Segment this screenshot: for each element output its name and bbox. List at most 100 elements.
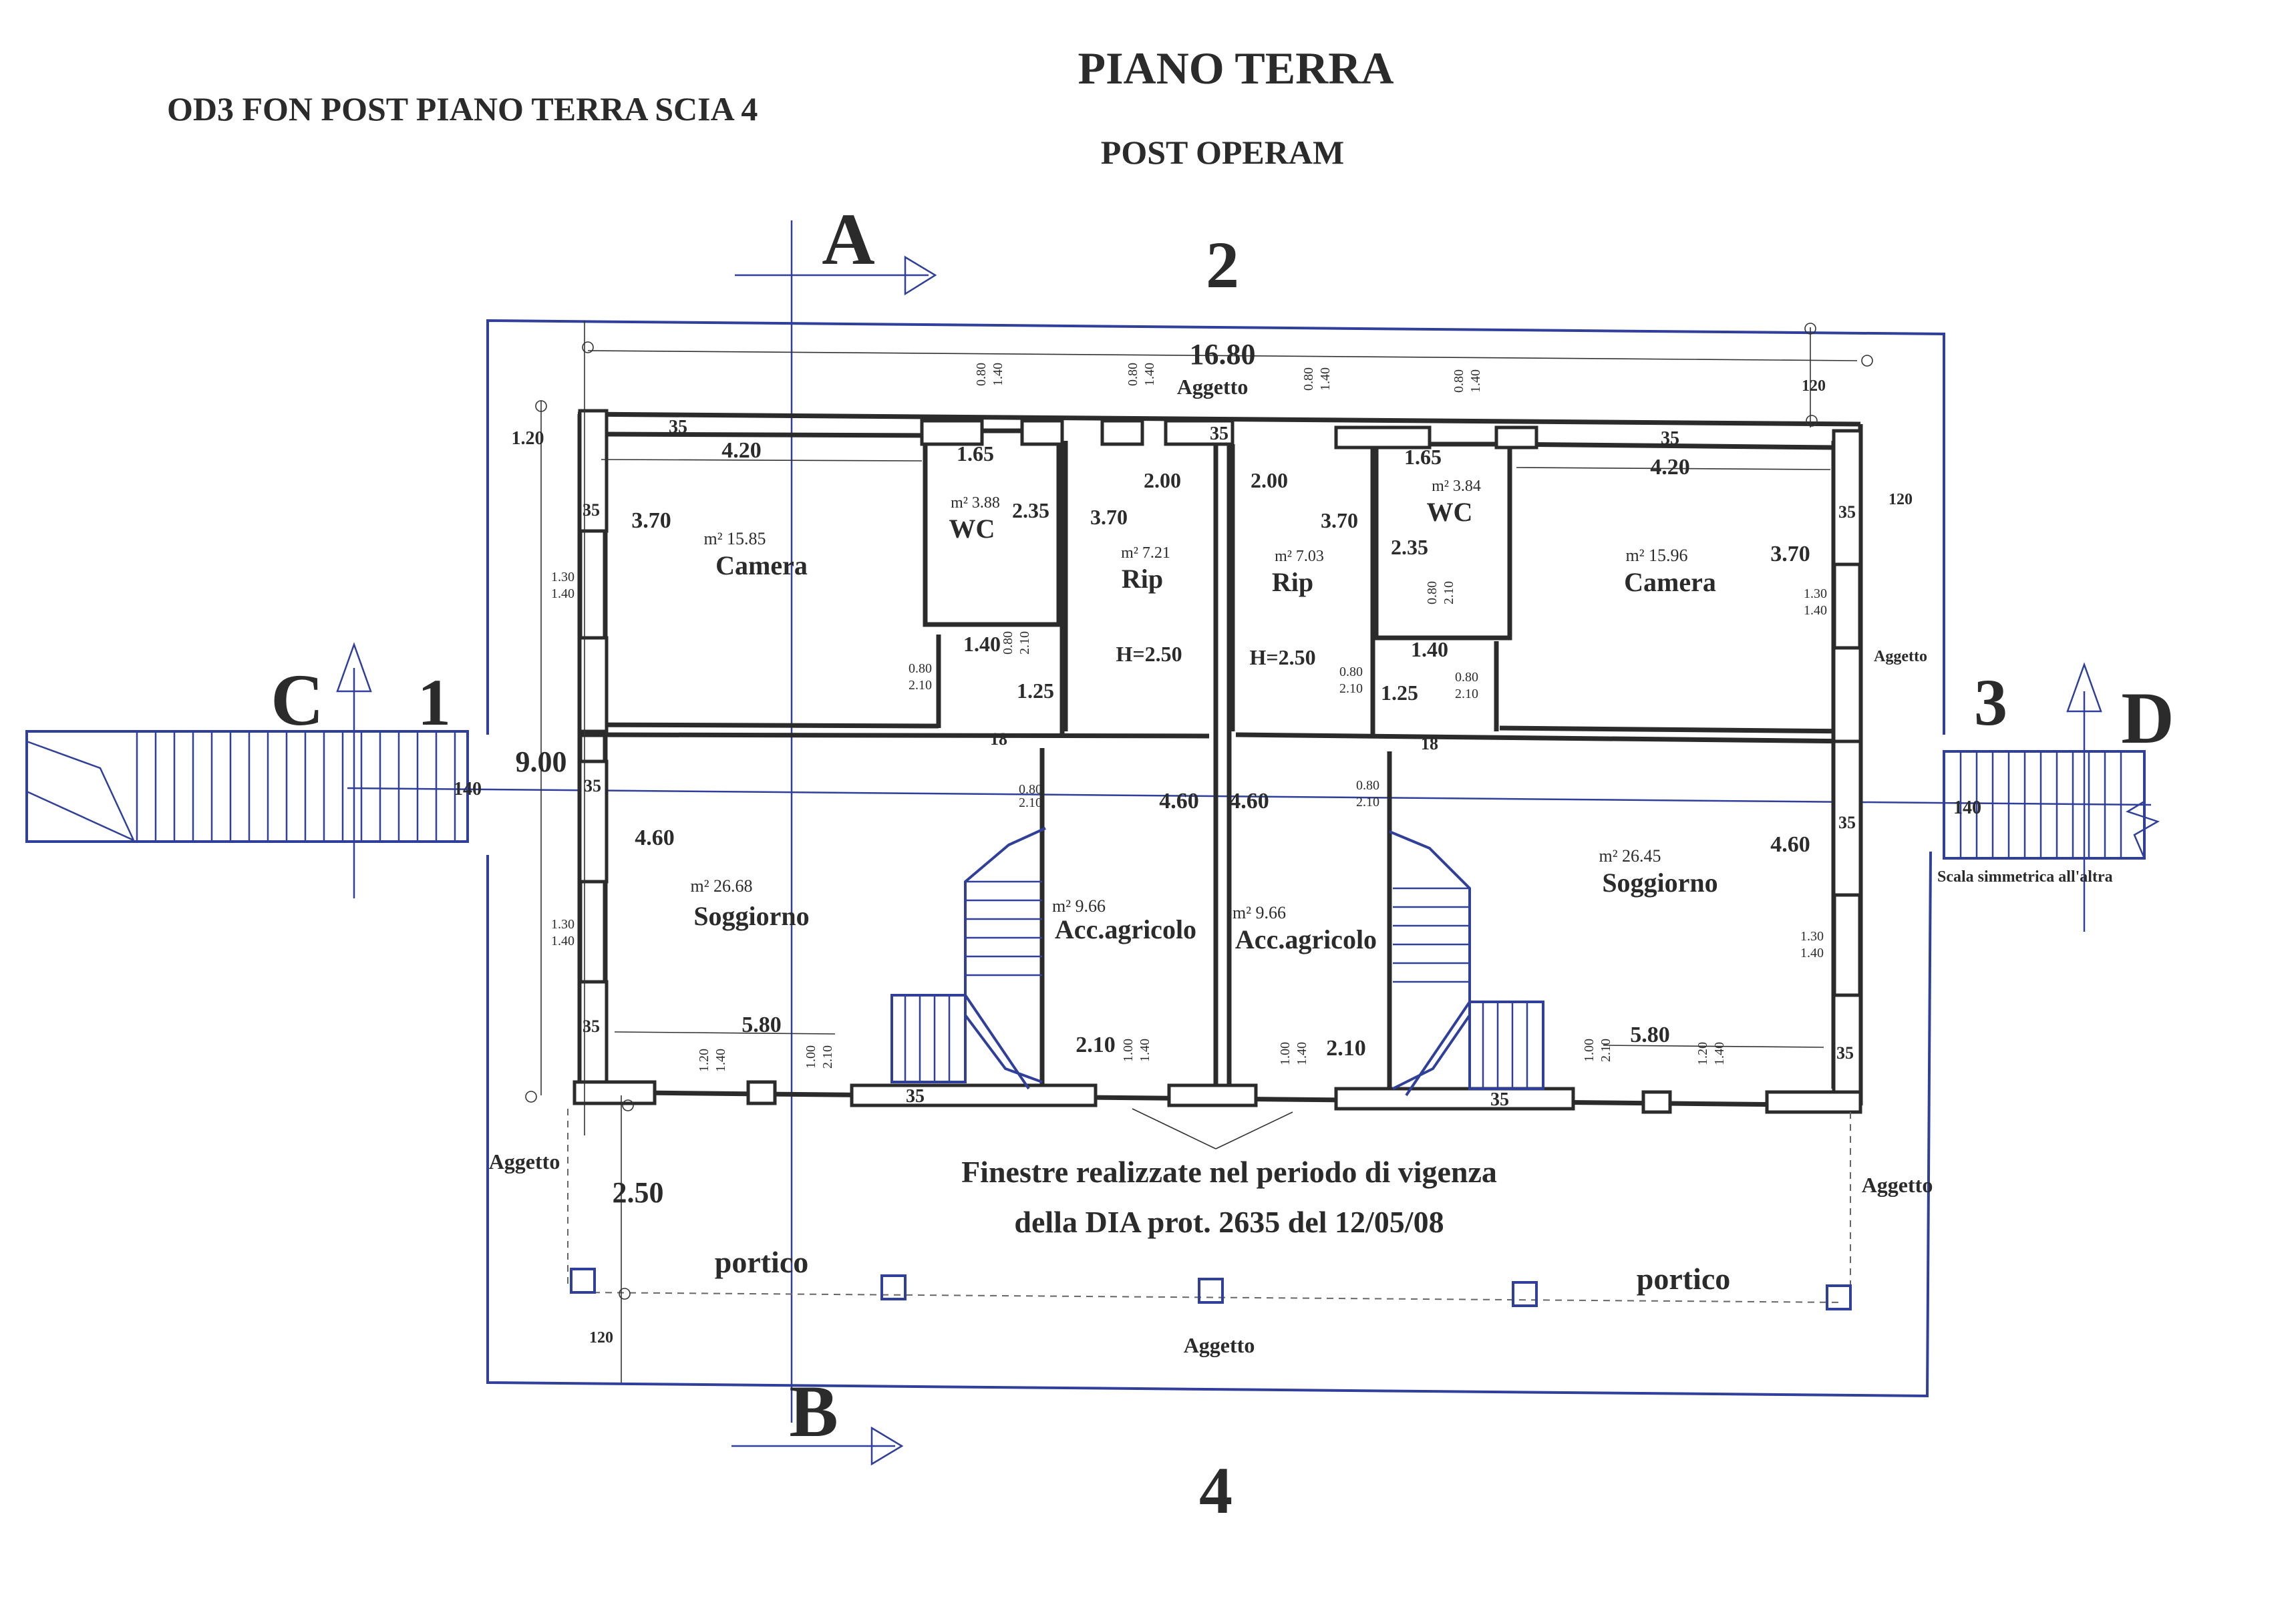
wall-label-18-right: 18 — [1421, 734, 1438, 753]
dim-porch-depth: 2.50 — [613, 1176, 664, 1209]
svg-text:1.40: 1.40 — [1142, 363, 1157, 386]
svg-text:2.10: 2.10 — [1356, 795, 1379, 810]
svg-text:2.10: 2.10 — [1017, 631, 1032, 655]
room-height: 4.60 — [1770, 832, 1810, 857]
room-height: 4.60 — [1159, 789, 1199, 814]
svg-text:1.40: 1.40 — [1800, 946, 1824, 960]
opening-label-door-4: 0.80 2.10 — [1455, 670, 1478, 701]
note-line-2: della DIA prot. 2635 del 12/05/08 — [1014, 1205, 1444, 1239]
aggetto-outline-bottom — [486, 851, 1932, 1398]
opening-label-left-1: 1.301.40 — [551, 570, 575, 601]
facade-number-top: 2 — [1206, 228, 1239, 302]
wall-label-140-left: 140 — [454, 779, 482, 799]
aggetto-label-left: Aggetto — [489, 1149, 560, 1174]
room-area: m² 26.45 — [1599, 846, 1661, 866]
room-area: m² 26.68 — [690, 876, 752, 896]
room-name: Acc.agricolo — [1235, 924, 1377, 954]
svg-text:1.40: 1.40 — [1295, 1042, 1309, 1065]
room-width: 5.80 — [742, 1013, 782, 1037]
room-acc-right: 4.60 2.10 m² 9.66 Acc.agricolo — [1229, 789, 1377, 1061]
svg-text:0.80: 0.80 — [1455, 670, 1478, 685]
room-width: 2.00 — [1251, 468, 1288, 492]
svg-text:0.80: 0.80 — [1425, 581, 1440, 604]
facade-number-left: 1 — [418, 665, 451, 739]
svg-text:1.40: 1.40 — [1138, 1039, 1152, 1062]
room-width: 4.20 — [721, 438, 762, 463]
wall-label-35-j: 35 — [906, 1086, 925, 1107]
room-width: 2.10 — [1326, 1036, 1366, 1061]
dimension-lines — [540, 321, 1858, 1383]
dim-overall-width: 16.80 — [1190, 338, 1256, 371]
room-width: 1.65 — [957, 441, 994, 466]
dim-wc-door-left: 1.40 — [963, 632, 1001, 656]
note-leader-left — [1132, 1108, 1216, 1149]
svg-text:1.40: 1.40 — [1804, 603, 1827, 618]
room-width: 4.20 — [1650, 455, 1690, 480]
aggetto-label-bottom: Aggetto — [1184, 1333, 1255, 1357]
section-arrow-a-head — [904, 255, 937, 296]
wall-label-120-bottom: 120 — [589, 1329, 613, 1347]
aggetto-label-right-bottom: Aggetto — [1862, 1173, 1933, 1197]
section-arrow-d-head — [2066, 662, 2102, 713]
room-height: 2.35 — [1391, 535, 1428, 559]
svg-text:1.00: 1.00 — [804, 1045, 818, 1069]
dim-hall-right: 1.25 — [1381, 681, 1418, 705]
stair-inner-left — [890, 827, 1046, 1090]
svg-text:0.80: 0.80 — [1452, 369, 1466, 393]
wall-blocks — [572, 409, 1862, 1114]
room-area: m² 3.84 — [1432, 478, 1481, 495]
svg-text:1.30: 1.30 — [1804, 586, 1827, 601]
opening-label-right-1: 1.30 1.40 — [1804, 586, 1827, 618]
room-rip-left: 2.00 3.70 m² 7.21 Rip H=2.50 — [1090, 468, 1182, 666]
room-name: Rip — [1122, 564, 1163, 594]
room-name: Soggiorno — [1602, 868, 1717, 898]
room-soggiorno-right: 5.80 4.60 m² 26.45 Soggiorno — [1599, 832, 1810, 1047]
dimension-ticks — [525, 323, 1873, 1300]
note-line-1: Finestre realizzate nel periodo di vigen… — [961, 1155, 1497, 1189]
room-width: 1.65 — [1404, 445, 1442, 469]
wall-label-120-right: 120 — [1889, 491, 1913, 508]
room-name: Soggiorno — [693, 901, 809, 931]
svg-text:0.80: 0.80 — [1019, 782, 1042, 797]
aggetto-label-top: Aggetto — [1177, 375, 1249, 399]
room-acc-left: 2.10 4.60 m² 9.66 Acc.agricolo — [1052, 789, 1199, 1057]
opening-label-door-3: 0.802.10 — [1339, 665, 1363, 696]
room-area: m² 3.88 — [951, 494, 1000, 512]
section-arrow-c-head — [336, 642, 372, 693]
room-camera-right: 4.20 3.70 m² 15.96 Camera — [1624, 455, 1810, 597]
room-name: WC — [1427, 497, 1473, 527]
room-rip-right: 2.00 3.70 m² 7.03 Rip H=2.50 — [1249, 468, 1358, 669]
wall-label-35-c: 35 — [1661, 428, 1679, 449]
wall-label-120-left: 1.20 — [512, 428, 544, 449]
room-ceiling-height: H=2.50 — [1116, 642, 1182, 666]
room-area: m² 7.21 — [1121, 544, 1170, 562]
porch-label-left: portico — [715, 1245, 809, 1279]
svg-text:1.00: 1.00 — [1121, 1039, 1136, 1062]
svg-text:2.10: 2.10 — [1455, 687, 1478, 701]
room-height: 3.70 — [1321, 508, 1358, 532]
svg-text:2.10: 2.10 — [1599, 1039, 1613, 1062]
room-height: 4.60 — [1229, 789, 1269, 814]
svg-text:1.40: 1.40 — [1468, 369, 1483, 393]
wall-label-35-d: 35 — [583, 500, 600, 520]
svg-text:0.80: 0.80 — [1339, 665, 1363, 679]
plan-subtitle: POST OPERAM — [1101, 134, 1344, 171]
stair-left — [25, 730, 469, 843]
opening-label-door-5: 0.802.10 — [1356, 778, 1379, 810]
svg-text:1.30: 1.30 — [551, 570, 575, 584]
room-width: 2.10 — [1076, 1033, 1116, 1057]
room-width: 2.00 — [1144, 468, 1181, 492]
wall-label-35-a: 35 — [669, 417, 687, 437]
opening-label-door-1: 0.802.10 — [909, 661, 932, 693]
svg-text:2.10: 2.10 — [1442, 581, 1456, 604]
facade-number-right: 3 — [1974, 665, 2007, 739]
room-ceiling-height: H=2.50 — [1249, 645, 1315, 669]
